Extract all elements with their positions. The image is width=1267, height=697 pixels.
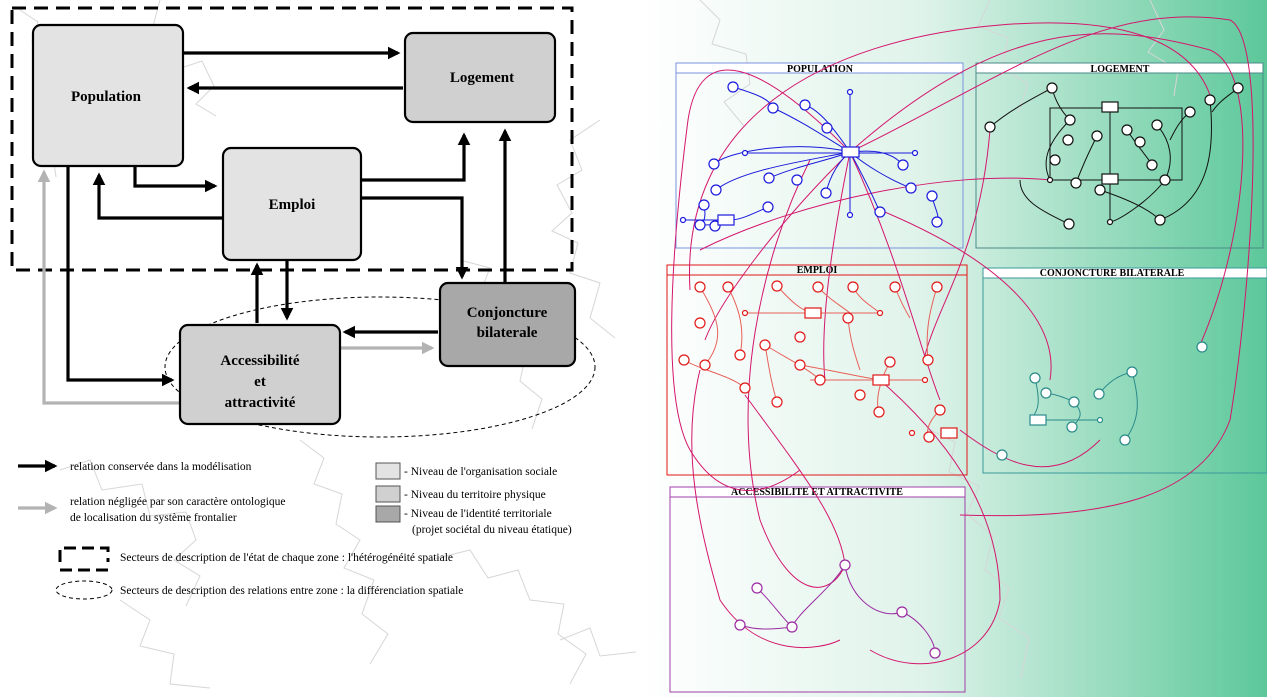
accessibilite-network — [734, 559, 941, 659]
legend-dashed-ellipse-text: Secteurs de description des relations en… — [120, 585, 463, 597]
box-accessibilite-label-1: Accessibilité — [220, 353, 299, 369]
legend-level-identity-1: - Niveau de l'identité territoriale — [404, 508, 552, 520]
panel-logement-title: LOGEMENT — [1091, 64, 1150, 75]
background-map — [19, 0, 1179, 689]
box-emploi-label: Emploi — [269, 197, 316, 213]
panel-logement: LOGEMENT — [975, 62, 1264, 249]
legend-dashed-ellipse — [55, 580, 113, 600]
legend-dashed-rect — [58, 546, 110, 572]
panel-population: POPULATION — [675, 62, 964, 249]
gradient-background — [640, 0, 1267, 697]
logement-network — [984, 82, 1244, 230]
panel-population-title: POPULATION — [787, 64, 854, 75]
legend-level-social: - Niveau de l'organisation sociale — [404, 466, 557, 478]
legend-swatch-social — [375, 462, 401, 480]
panel-conjoncture: CONJONCTURE BILATERALE — [982, 267, 1267, 474]
box-accessibilite: Accessibilité et attractivité — [178, 323, 342, 426]
emploi-network — [678, 280, 958, 443]
legend-grey-arrow-text-2: de localisation du système frontalier — [70, 512, 237, 524]
black-arrows — [66, 46, 512, 387]
conjoncture-network — [996, 341, 1208, 461]
box-accessibilite-label-2: et — [254, 374, 266, 390]
dashed-zone-state-sector — [10, 6, 574, 272]
legend-swatch-physical — [375, 485, 401, 503]
box-accessibilite-label-3: attractivité — [225, 395, 296, 411]
grey-arrows — [37, 169, 435, 405]
box-conjoncture-label-1: Conjoncture — [467, 305, 548, 321]
inter-panel-links — [671, 16, 1254, 665]
legend-dashed-rect-text: Secteurs de description de l'état de cha… — [120, 552, 453, 564]
box-emploi: Emploi — [221, 146, 363, 262]
legend-swatch-identity — [375, 505, 401, 523]
legend-black-arrow-text: relation conservée dans la modélisation — [70, 461, 252, 473]
population-network — [679, 81, 943, 232]
box-conjoncture-label-2: bilaterale — [477, 325, 538, 341]
panel-emploi-title: EMPLOI — [797, 265, 838, 276]
legend-level-physical: - Niveau du territoire physique — [404, 489, 546, 501]
legend-level-identity-2: (projet sociétal du niveau étatique) — [412, 524, 572, 536]
box-population-label: Population — [71, 89, 142, 105]
box-logement-label: Logement — [450, 70, 514, 86]
panel-conjoncture-title: CONJONCTURE BILATERALE — [1040, 268, 1185, 279]
panel-emploi: EMPLOI — [666, 264, 968, 476]
box-logement: Logement — [403, 31, 557, 124]
legend: relation conservée dans la modélisation … — [18, 459, 572, 600]
box-population: Population — [31, 23, 185, 168]
box-conjoncture: Conjoncture bilaterale — [438, 281, 577, 368]
dashed-zone-relations-sector — [164, 296, 596, 438]
legend-grey-arrow-text-1: relation négligée par son caractère onto… — [70, 496, 286, 508]
panel-accessibilite-title: ACCESSIBILITE ET ATTRACTIVITE — [731, 487, 903, 498]
